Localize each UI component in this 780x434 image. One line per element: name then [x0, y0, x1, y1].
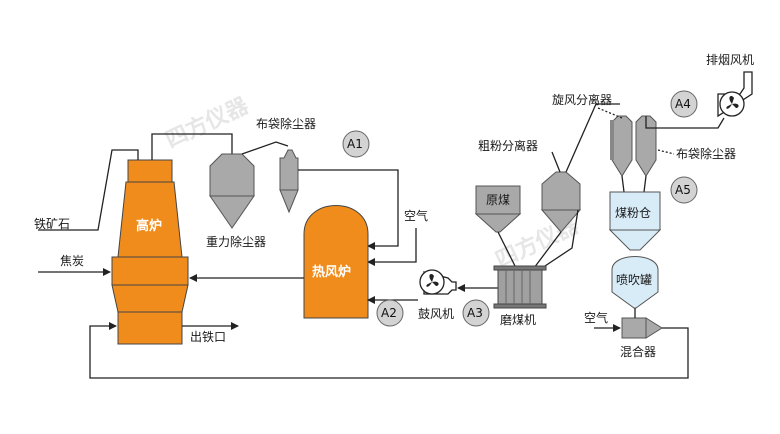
- to-bag-filter-line: [241, 141, 289, 155]
- coal-mill: [493, 265, 547, 309]
- iron-ore-line: [38, 149, 139, 231]
- bag-filter-top: [279, 149, 299, 214]
- gas-to-stove-line: [298, 169, 399, 250]
- marker-a1-text: A1: [347, 137, 363, 151]
- marker-a3-text: A3: [467, 306, 483, 320]
- cyclone-pointer: [597, 107, 623, 119]
- marker-a2: A2: [376, 299, 404, 327]
- hot-blast-stove: 热风炉: [303, 205, 369, 319]
- blower-icon: [419, 269, 457, 295]
- coal-mill-label: 磨煤机: [500, 313, 536, 327]
- bag-filter-right-pointer: [657, 149, 675, 155]
- gravity-dust-collector-label: 重力除尘器: [206, 234, 266, 249]
- separator-to-cyclone-line: [565, 103, 620, 173]
- injection-tank-label: 喷吹罐: [616, 273, 652, 287]
- air-to-stove-line: [367, 228, 417, 266]
- raw-coal-label: 原煤: [486, 193, 510, 207]
- bag-filter-top-label: 布袋除尘器: [256, 116, 316, 131]
- coarse-separator-pointer: [551, 151, 561, 173]
- coarse-separator: [540, 171, 582, 233]
- mixer-to-furnace-line: [89, 322, 689, 379]
- bag-filter-right: [635, 115, 657, 177]
- injection-tank: 喷吹罐: [611, 256, 659, 309]
- air-label-1: 空气: [404, 208, 428, 223]
- filter-to-bin-line: [643, 175, 647, 193]
- air-label-2: 空气: [584, 310, 608, 325]
- hot-blast-stove-label: 热风炉: [312, 264, 351, 280]
- cyclone-to-bin-line: [621, 175, 625, 193]
- coke-label: 焦炭: [60, 254, 84, 268]
- mixer: [621, 317, 663, 339]
- exhaust-fan-icon: [717, 71, 753, 118]
- watermark-text-1: 四方仪器: [162, 92, 254, 153]
- cyclone-separator: [610, 115, 633, 177]
- marker-a4-text: A4: [675, 97, 691, 111]
- coarse-separator-label: 粗粉分离器: [478, 138, 538, 153]
- blower-label: 鼓风机: [418, 307, 454, 321]
- cyclone-separator-label: 旋风分离器: [552, 92, 612, 107]
- marker-a5-text: A5: [675, 183, 691, 197]
- marker-a1: A1: [342, 130, 370, 158]
- raw-coal-hopper: [474, 185, 522, 233]
- coal-bin: 煤粉仓: [608, 191, 662, 251]
- iron-outlet-label: 出铁口: [190, 330, 226, 344]
- gravity-dust-collector: [209, 153, 255, 229]
- marker-a3: A3: [462, 299, 490, 327]
- marker-a5: A5: [670, 176, 698, 204]
- blast-furnace: 高炉: [111, 159, 189, 345]
- blast-furnace-label: 高炉: [136, 218, 162, 234]
- mill-return-line: [541, 209, 579, 269]
- separator-to-mill-line: [533, 231, 562, 269]
- mixer-label: 混合器: [620, 344, 656, 359]
- marker-a4: A4: [670, 90, 698, 118]
- marker-a2-text: A2: [381, 306, 397, 320]
- coal-bin-label: 煤粉仓: [615, 206, 651, 220]
- furnace-gas-line: [151, 133, 233, 160]
- bag-filter-right-label: 布袋除尘器: [676, 146, 736, 161]
- iron-ore-label: 铁矿石: [34, 217, 70, 231]
- exhaust-fan-label: 排烟风机: [706, 53, 754, 67]
- raw-coal-to-mill-line: [497, 231, 517, 269]
- to-exhaust-line: [645, 116, 725, 129]
